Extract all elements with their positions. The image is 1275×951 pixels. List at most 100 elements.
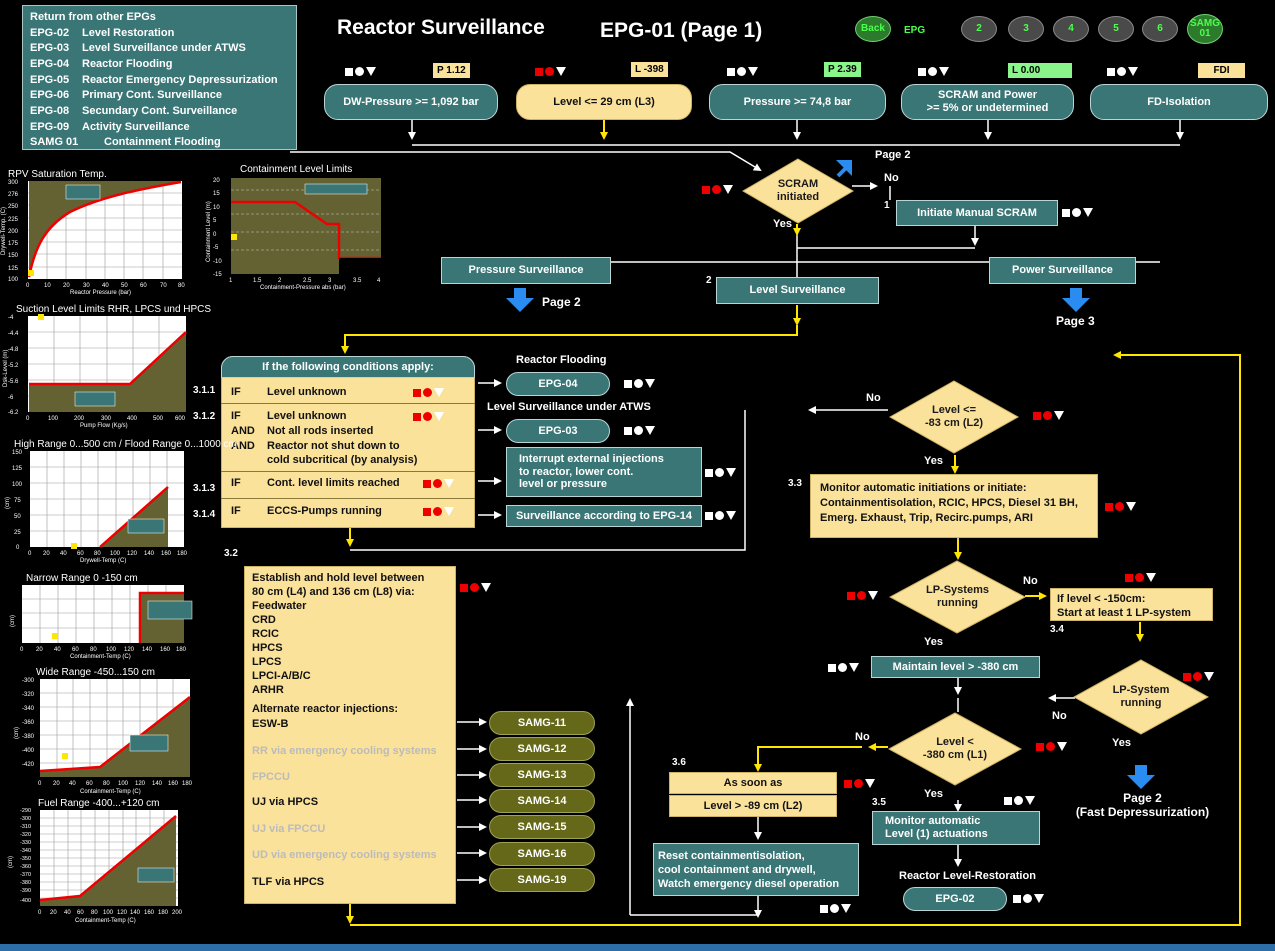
- level-l2-decision[interactable]: Level <= -83 cm (L2): [889, 380, 1019, 454]
- svg-text:140: 140: [142, 647, 153, 653]
- page-3-button[interactable]: 3: [1008, 16, 1044, 42]
- pressure-surveillance-box[interactable]: Pressure Surveillance: [441, 257, 611, 284]
- power-surveillance-box[interactable]: Power Surveillance: [989, 257, 1136, 284]
- status-icons-monitor-auto: [1004, 795, 1035, 806]
- epg-03-button[interactable]: EPG-03: [506, 419, 610, 443]
- samg-13-button[interactable]: SAMG-13: [489, 763, 595, 787]
- svg-text:20: 20: [36, 647, 43, 653]
- page-2-fast-depressurization-link[interactable]: Page 2 (Fast Depressurization): [1075, 791, 1210, 819]
- svg-text:(cm): (cm): [5, 497, 11, 509]
- samg-12-button[interactable]: SAMG-12: [489, 737, 595, 761]
- page-4-button[interactable]: 4: [1053, 16, 1089, 42]
- svg-text:Drywell-Temp (C): Drywell-Temp (C): [80, 558, 126, 564]
- as-soon-as-box[interactable]: As soon as: [669, 772, 837, 794]
- svg-text:-4.4: -4.4: [8, 331, 19, 337]
- svg-text:-10: -10: [213, 259, 222, 265]
- suction-level-chart: Suction Level Limits RHR, LPCS und HPCS …: [0, 302, 211, 430]
- samg-11-button[interactable]: SAMG-11: [489, 711, 595, 735]
- level-box[interactable]: Level <= 29 cm (L3): [516, 84, 692, 120]
- level-value: L -398: [631, 62, 668, 77]
- status-icons-manual-scram: [1062, 207, 1093, 218]
- svg-text:276: 276: [8, 192, 19, 198]
- page-3-down-arrow-icon[interactable]: [1062, 288, 1090, 312]
- fd-isolation-box[interactable]: FD-Isolation: [1090, 84, 1268, 120]
- svg-text:-400: -400: [20, 898, 31, 904]
- step-3-5-label: 3.5: [872, 797, 886, 808]
- pressure-box[interactable]: Pressure >= 74,8 bar: [709, 84, 886, 120]
- samg-15-button[interactable]: SAMG-15: [489, 815, 595, 839]
- lp-system-running-decision[interactable]: LP-System running: [1073, 659, 1209, 735]
- page-2-link-top[interactable]: Page 2: [875, 149, 911, 161]
- reset-containment-box[interactable]: Reset containmentisolation, cool contain…: [653, 843, 859, 896]
- page-2-fast-arrow-icon[interactable]: [1127, 765, 1155, 789]
- svg-text:-4: -4: [8, 315, 14, 321]
- page-6-button[interactable]: 6: [1142, 16, 1178, 42]
- dw-pressure-box[interactable]: DW-Pressure >= 1,092 bar: [324, 84, 498, 120]
- establish-level-box[interactable]: Establish and hold level between 80 cm (…: [244, 566, 456, 904]
- page-2-button[interactable]: 2: [961, 16, 997, 42]
- samg-19-button[interactable]: SAMG-19: [489, 868, 595, 892]
- initiate-manual-scram-box[interactable]: Initiate Manual SCRAM: [896, 200, 1058, 226]
- svg-text:-15: -15: [213, 272, 222, 278]
- return-panel-title: Return from other EPGs: [30, 10, 156, 23]
- svg-text:0: 0: [213, 232, 217, 238]
- epg-14-box[interactable]: Surveillance according to EPG-14: [506, 505, 702, 527]
- svg-text:-5.2: -5.2: [8, 363, 19, 369]
- samg-16-button[interactable]: SAMG-16: [489, 842, 595, 866]
- svg-text:15: 15: [213, 191, 220, 197]
- status-icons-as-soon: [844, 778, 875, 789]
- svg-text:Reactor Pressure (bar): Reactor Pressure (bar): [70, 290, 131, 296]
- level-surveillance-box[interactable]: Level Surveillance: [716, 277, 879, 304]
- svg-text:Containment-Temp (C): Containment-Temp (C): [75, 918, 136, 924]
- svg-text:120: 120: [124, 647, 135, 653]
- svg-text:80: 80: [178, 283, 185, 289]
- scram-initiated-decision[interactable]: SCRAM initiated: [742, 158, 854, 224]
- cond-subcritical: cold subcritical (by analysis): [267, 454, 418, 466]
- page-5-button[interactable]: 5: [1098, 16, 1134, 42]
- svg-text:Pump Flow (Kg/s): Pump Flow (Kg/s): [80, 423, 128, 429]
- samg-14-button[interactable]: SAMG-14: [489, 789, 595, 813]
- page-2-link-arrow-icon[interactable]: [832, 158, 854, 180]
- page-2-link-left[interactable]: Page 2: [542, 295, 581, 309]
- samg-01-button[interactable]: SAMG 01: [1187, 14, 1223, 44]
- svg-text:30: 30: [83, 283, 90, 289]
- step-1-label: 1: [884, 200, 890, 211]
- svg-text:160: 160: [144, 910, 155, 916]
- cond-eccs: ECCS-Pumps running: [267, 505, 382, 517]
- status-icons-cond-2: [413, 411, 444, 422]
- monitor-initiations-box[interactable]: Monitor automatic initiations or initiat…: [810, 474, 1098, 538]
- status-icons-cond-4: [423, 506, 454, 517]
- page-2-down-arrow-icon[interactable]: [506, 288, 534, 312]
- epg-02-button[interactable]: EPG-02: [903, 887, 1007, 911]
- epg-04-button[interactable]: EPG-04: [506, 372, 610, 396]
- step-3-1-4-label: 3.1.4: [193, 509, 216, 520]
- level-l1-decision[interactable]: Level < -380 cm (L1): [888, 712, 1022, 786]
- maintain-level-box[interactable]: Maintain level > -380 cm: [871, 656, 1040, 678]
- step-2-label: 2: [706, 275, 712, 286]
- svg-text:-4.8: -4.8: [8, 347, 19, 353]
- level-l1-no-label: No: [855, 731, 870, 743]
- svg-text:100: 100: [12, 482, 23, 488]
- svg-text:60: 60: [86, 781, 93, 787]
- cond-if-4: IF: [231, 505, 241, 517]
- back-button[interactable]: Back: [855, 16, 891, 42]
- svg-text:1.5: 1.5: [253, 278, 262, 284]
- svg-text:Containment-Temp (C): Containment-Temp (C): [70, 654, 131, 660]
- scram-power-box[interactable]: SCRAM and Power>= 5% or undetermined: [901, 84, 1074, 120]
- svg-text:200: 200: [172, 910, 183, 916]
- page-3-link[interactable]: Page 3: [1056, 314, 1095, 328]
- level-above-l2-box[interactable]: Level > -89 cm (L2): [669, 795, 837, 817]
- monitor-level-actuations-box[interactable]: Monitor automatic Level (1) actuations: [872, 811, 1040, 845]
- interrupt-injections-box[interactable]: Interrupt external injections to reactor…: [506, 447, 702, 497]
- start-lp-system-box[interactable]: If level < -150cm: Start at least 1 LP-s…: [1050, 588, 1213, 621]
- svg-text:160: 160: [161, 551, 172, 557]
- lp-systems-running-decision[interactable]: LP-Systems running: [889, 560, 1026, 634]
